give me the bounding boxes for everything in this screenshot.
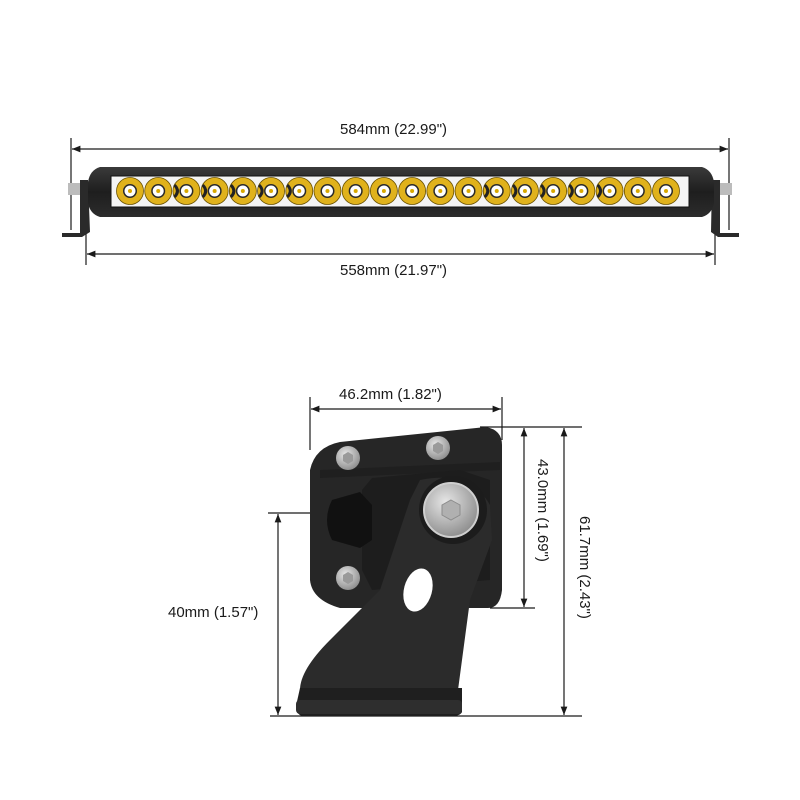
led-module [313,177,342,205]
led-module [539,177,568,205]
right-mount-bracket [711,180,739,237]
led-module [257,177,285,205]
housing-height-label: 43.0mm (1.69") [534,459,551,562]
led-module [482,177,511,205]
led-module [511,177,539,205]
led-module [144,177,173,205]
led-module [228,177,257,205]
led-module [623,177,652,205]
overall-length-label: 584mm (22.99") [340,121,448,138]
led-module [652,177,680,205]
led-module [595,177,624,205]
left-mount-bracket [62,180,90,237]
led-module [285,177,314,205]
led-module [567,177,596,205]
led-module [341,177,370,205]
slot-hole [403,568,433,612]
total-height-label: 61.7mm (2.43") [576,516,593,619]
bracket-side-view [268,397,582,717]
center-height-label: 40mm (1.57") [168,604,259,621]
light-bar [62,138,739,265]
led-module [172,177,201,205]
led-module [398,177,427,205]
bracket-width-label: 46.2mm (1.82") [339,386,442,403]
led-module [369,177,398,205]
mount-span-label: 558mm (21.97") [340,262,448,279]
led-module [116,177,144,205]
led-module [454,177,483,205]
led-module [200,177,229,205]
led-array [116,177,680,205]
led-module [426,177,455,205]
